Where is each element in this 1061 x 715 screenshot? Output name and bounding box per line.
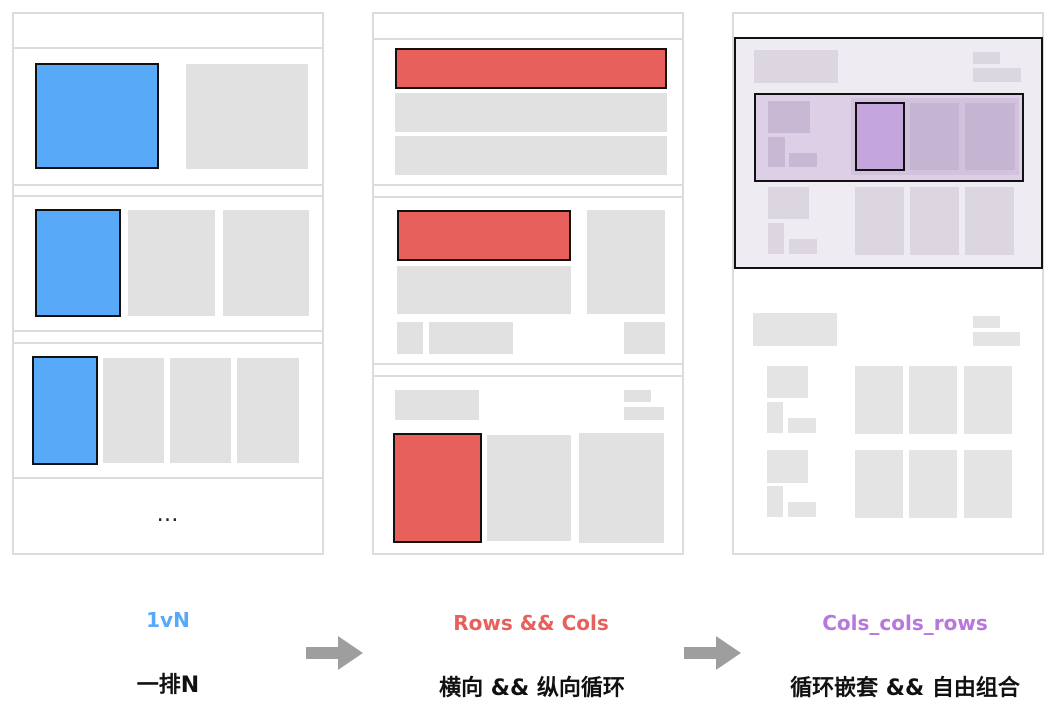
placeholder-block: [587, 210, 665, 314]
separator: [14, 184, 322, 186]
panel-rows-cols: [372, 12, 684, 555]
placeholder-block: [487, 435, 571, 541]
panel-2-subtitle: 横向 && 纵向循环: [439, 676, 625, 701]
highlight-block: [35, 63, 159, 169]
separator: [374, 375, 682, 377]
placeholder-block: [624, 322, 665, 354]
placeholder-block: [768, 101, 810, 133]
placeholder-block: [767, 366, 808, 398]
separator: [374, 196, 682, 198]
panel-1vn: …: [12, 12, 324, 555]
placeholder-block: [579, 433, 664, 543]
highlight-block: [395, 48, 667, 89]
right-arrow-icon: [306, 636, 364, 670]
inner-cols: [851, 98, 1019, 175]
panel-1-title: 1vN: [146, 608, 190, 632]
placeholder-block: [767, 450, 808, 483]
placeholder-block: [768, 187, 809, 219]
placeholder-block: [788, 418, 816, 433]
placeholder-block: [973, 68, 1021, 82]
placeholder-block: [767, 486, 783, 517]
highlight-block: [397, 210, 571, 261]
placeholder-block: [909, 366, 957, 434]
right-arrow-icon: [684, 636, 742, 670]
placeholder-block: [910, 103, 959, 170]
separator: [374, 184, 682, 186]
highlight-block: [855, 102, 905, 171]
highlight-module: [734, 37, 1043, 269]
placeholder-block: [855, 450, 903, 518]
placeholder-block: [170, 358, 231, 463]
panel-3-subtitle: 循环嵌套 && 自由组合: [790, 676, 1020, 701]
separator: [14, 477, 322, 479]
panel-3-title: Cols_cols_rows: [822, 611, 988, 635]
placeholder-block: [237, 358, 299, 463]
highlight-block: [393, 433, 482, 543]
placeholder-block: [223, 210, 309, 316]
separator: [14, 195, 322, 197]
placeholder-block: [855, 366, 903, 434]
placeholder-block: [768, 223, 784, 254]
separator: [14, 47, 322, 49]
placeholder-block: [973, 332, 1020, 346]
separator: [374, 38, 682, 40]
ellipsis: …: [156, 502, 180, 527]
highlight-block: [32, 356, 98, 465]
placeholder-block: [397, 266, 571, 314]
placeholder-block: [395, 93, 667, 132]
separator: [14, 342, 322, 344]
placeholder-block: [965, 103, 1015, 170]
placeholder-block: [395, 390, 479, 420]
placeholder-block: [768, 137, 785, 167]
placeholder-block: [186, 64, 308, 169]
separator: [14, 330, 322, 332]
panel-1-subtitle: 一排N: [136, 673, 200, 698]
placeholder-block: [397, 322, 423, 354]
placeholder-block: [753, 313, 837, 346]
placeholder-block: [909, 450, 957, 518]
placeholder-block: [395, 136, 667, 175]
placeholder-block: [855, 187, 904, 255]
nested-row: [754, 93, 1024, 182]
placeholder-block: [964, 366, 1012, 434]
placeholder-block: [965, 187, 1014, 255]
placeholder-block: [789, 153, 817, 167]
highlight-block: [35, 209, 121, 317]
placeholder-block: [429, 322, 513, 354]
placeholder-block: [973, 316, 1000, 328]
placeholder-block: [788, 502, 816, 517]
placeholder-block: [789, 239, 817, 254]
panel-2-title: Rows && Cols: [453, 611, 609, 635]
separator: [374, 363, 682, 365]
placeholder-block: [754, 50, 838, 83]
placeholder-block: [103, 358, 164, 463]
placeholder-block: [624, 407, 664, 420]
placeholder-block: [964, 450, 1012, 518]
placeholder-block: [767, 402, 783, 433]
placeholder-block: [973, 52, 1000, 64]
placeholder-block: [910, 187, 959, 255]
placeholder-block: [624, 390, 651, 402]
placeholder-block: [128, 210, 215, 316]
